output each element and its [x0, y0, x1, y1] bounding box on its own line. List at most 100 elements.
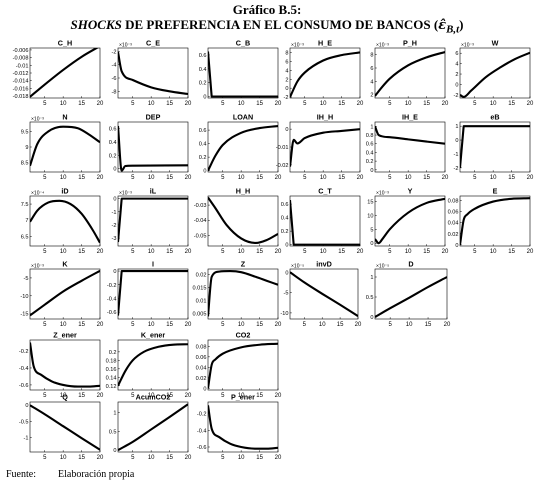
y-tick-label: 0.005: [193, 312, 207, 318]
y-tick-label: -1: [454, 152, 459, 158]
panel-title: C_T: [318, 187, 332, 196]
y-tick-label: -0.016: [13, 86, 29, 92]
y-tick-label: -0.6: [19, 383, 29, 389]
y-tick-label: 0: [113, 167, 116, 173]
panel-frame: [459, 195, 531, 247]
x-tick-label: 5: [221, 101, 225, 107]
panel-title: Z_ener: [53, 331, 77, 340]
x-tick-label: 5: [43, 175, 47, 181]
y-tick-label: -10: [20, 294, 28, 300]
series-line: [118, 270, 188, 316]
x-tick-label: 20: [357, 101, 364, 107]
y-tick-label: 0.02: [196, 272, 207, 278]
y-tick-label: 0.4: [199, 142, 207, 148]
series-line: [460, 51, 530, 98]
y-tick-label: -0.014: [13, 79, 29, 85]
panel-title: CO2: [236, 331, 251, 340]
panel-title: I: [152, 260, 154, 269]
x-tick-label: 20: [97, 175, 104, 181]
x-tick-label: 5: [221, 322, 225, 328]
y-tick-label: 0: [455, 243, 458, 249]
x-tick-label: 5: [388, 322, 392, 328]
panel-title: AcumCO2: [136, 393, 171, 402]
panel-frame: [207, 47, 279, 99]
x-tick-label: 15: [423, 175, 430, 181]
series-line: [208, 405, 278, 450]
y-tick-label: 0.02: [448, 232, 459, 238]
y-tick-label: 1: [113, 411, 116, 417]
panel-frame: [374, 121, 446, 173]
y-tick-label: 0.015: [193, 285, 207, 291]
x-tick-label: 10: [60, 249, 67, 255]
y-tick-label: 0.14: [106, 375, 117, 381]
x-tick-label: 20: [185, 249, 192, 255]
x-tick-label: 5: [473, 101, 477, 107]
x-tick-label: 20: [97, 101, 104, 107]
y-tick-label: -0.4: [19, 366, 29, 372]
panel-exponent: ×10⁻⁴: [31, 191, 44, 197]
x-tick-label: 15: [78, 101, 85, 107]
panel-title: Y: [408, 187, 413, 196]
x-tick-label: 20: [97, 393, 104, 399]
y-tick-label: 0.06: [196, 355, 207, 361]
y-tick-label: 0.04: [196, 365, 207, 371]
series-line: [290, 271, 358, 318]
y-tick-label: -2: [284, 95, 289, 101]
x-tick-label: 15: [78, 249, 85, 255]
x-tick-label: 20: [185, 175, 192, 181]
x-tick-label: 5: [43, 101, 47, 107]
panel-frame: [207, 268, 279, 320]
x-tick-label: 5: [473, 249, 477, 255]
panel-frame: [374, 195, 446, 247]
y-tick-label: 0: [203, 95, 206, 101]
y-tick-label: 6: [285, 59, 288, 65]
series-line: [208, 196, 278, 245]
y-tick-label: -0.4: [107, 296, 117, 302]
y-tick-label: 2: [285, 77, 288, 83]
x-tick-label: 15: [256, 249, 263, 255]
panel-exponent: ×10⁻³: [31, 264, 44, 270]
panel-title: IH_E: [402, 113, 418, 122]
y-tick-label: -4: [112, 63, 117, 69]
x-tick-label: 5: [131, 101, 135, 107]
x-tick-label: 20: [275, 455, 282, 461]
x-tick-label: 10: [148, 101, 155, 107]
x-tick-label: 10: [406, 322, 413, 328]
series-line: [375, 125, 445, 145]
y-tick-label: 0: [285, 270, 288, 276]
y-tick-label: 0.18: [106, 358, 117, 364]
x-tick-label: 10: [148, 393, 155, 399]
panel-exponent: ×10⁻³: [119, 43, 132, 49]
y-tick-label: 0.6: [366, 142, 374, 148]
x-tick-label: 15: [423, 101, 430, 107]
panel-title: N: [62, 113, 67, 122]
y-tick-label: 0.8: [366, 133, 374, 139]
panel-title: K: [62, 260, 68, 269]
x-tick-label: 20: [442, 101, 449, 107]
x-tick-label: 15: [338, 175, 345, 181]
y-tick-label: 0.6: [109, 127, 117, 133]
series-line: [30, 199, 100, 244]
panel-frame: [207, 121, 279, 173]
y-tick-label: -0.018: [13, 94, 29, 100]
x-tick-label: 20: [275, 175, 282, 181]
x-tick-label: 10: [405, 249, 412, 255]
series-line: [290, 128, 360, 167]
x-tick-label: 5: [303, 322, 307, 328]
x-tick-label: 5: [473, 175, 477, 181]
series-line: [30, 269, 100, 317]
y-tick-label: 15: [367, 200, 373, 206]
x-tick-label: 5: [131, 175, 135, 181]
series-line: [30, 48, 99, 98]
x-tick-label: 15: [425, 322, 432, 328]
x-tick-label: 10: [60, 101, 67, 107]
y-tick-label: 2: [455, 72, 458, 78]
y-tick-label: -0.4: [197, 428, 207, 434]
panel-title: eB: [490, 113, 499, 122]
x-tick-label: 5: [131, 393, 135, 399]
x-tick-label: 15: [256, 322, 263, 328]
